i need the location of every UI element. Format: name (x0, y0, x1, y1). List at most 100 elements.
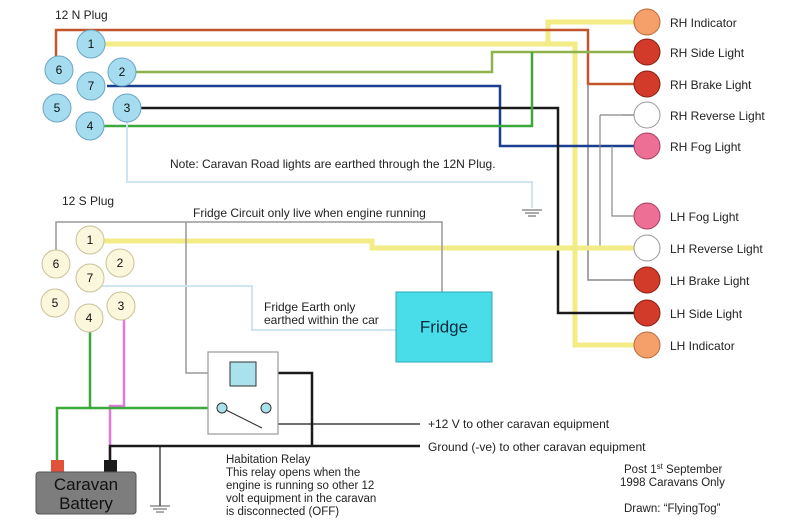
svg-text:LH Brake Light: LH Brake Light (670, 274, 750, 288)
plug-12s: 1 6 2 7 5 3 4 (40, 225, 136, 333)
lamp-rh-indicator: RH Indicator (633, 8, 737, 36)
pin-12n-5: 5 (42, 93, 72, 123)
lamp-rh-fog-light: RH Fog Light (633, 132, 741, 160)
wire-grey-right-4 (611, 146, 640, 217)
plug-12n: 1 6 2 7 5 3 4 (42, 29, 142, 141)
pin-12n-3: 3 (112, 93, 142, 123)
svg-text:4: 4 (86, 311, 93, 325)
pin-12s-1: 1 (75, 225, 105, 255)
lamp-rh-brake-light: RH Brake Light (633, 70, 752, 98)
relay-desc-3: volt equipment in the caravan (226, 493, 376, 505)
wire-earth-12n (126, 120, 533, 208)
wire-yellow-12n-lh (548, 41, 640, 348)
pin-12n-4: 4 (75, 111, 105, 141)
relay-desc-1: This relay opens when the (226, 467, 360, 479)
wire-black-12n (140, 106, 640, 315)
label-ground-output: Ground (-ve) to other caravan equipment (428, 440, 646, 454)
fridge-box (395, 291, 493, 363)
svg-text:4: 4 (87, 119, 94, 133)
footer-post-date: Post 1st September (624, 462, 722, 476)
pin-12s-6: 6 (41, 249, 71, 279)
pin-12s-7: 7 (75, 263, 105, 293)
svg-text:2: 2 (117, 256, 124, 270)
svg-text:1: 1 (88, 37, 95, 51)
wire-green-12n-2 (135, 50, 640, 74)
pin-12s-2: 2 (105, 248, 135, 278)
svg-text:7: 7 (88, 79, 95, 93)
wire-brown-12n-lh (587, 84, 640, 281)
pin-12n-1: 1 (76, 29, 106, 59)
wire-positive-output (265, 408, 420, 425)
svg-text:RH Fog Light: RH Fog Light (670, 140, 741, 154)
wire-blue-12n (107, 84, 640, 148)
lamp-lh-side-light: LH Side Light (633, 299, 743, 327)
svg-text:RH Brake Light: RH Brake Light (670, 78, 752, 92)
svg-text:LH Fog Light: LH Fog Light (670, 210, 739, 224)
note-fridge-circuit: Fridge Circuit only live when engine run… (193, 206, 426, 220)
wire-black-ground (108, 444, 420, 460)
battery-negative-terminal (104, 460, 117, 472)
wire-pink (108, 320, 126, 460)
wire-grey-right-2 (599, 115, 640, 249)
lamp-group-rh: RH Indicator RH Side Light RH Brake Ligh… (633, 8, 765, 160)
relay-desc-4: is disconnected (OFF) (226, 506, 339, 518)
svg-text:RH Indicator: RH Indicator (670, 16, 737, 30)
svg-text:LH Indicator: LH Indicator (670, 339, 735, 353)
label-positive-output: +12 V to other caravan equipment (428, 417, 610, 431)
wire-lightblue-fridge-earth (102, 285, 396, 331)
earth-symbol-12n (522, 209, 542, 217)
lamp-rh-reverse-light: RH Reverse Light (633, 101, 765, 129)
svg-text:RH Reverse Light: RH Reverse Light (670, 109, 765, 123)
wire-green-12s (55, 330, 92, 462)
note-road-lights: Note: Caravan Road lights are earthed th… (170, 157, 496, 171)
svg-text:RH Side Light: RH Side Light (670, 46, 745, 60)
earth-symbol-battery (150, 505, 170, 513)
wire-grey-fridge (55, 221, 443, 292)
svg-text:LH Reverse Light: LH Reverse Light (670, 242, 763, 256)
wire-green-12n-4 (104, 52, 534, 128)
svg-text:3: 3 (118, 299, 125, 313)
lamp-lh-brake-light: LH Brake Light (633, 266, 750, 294)
relay-desc-2: engine is running so other 12 (226, 480, 374, 492)
footer-drawn-by: Drawn: “FlyingTog” (624, 503, 721, 515)
battery-label-line1: Caravan (54, 475, 118, 494)
relay-coil (229, 361, 257, 387)
lamp-lh-reverse-light: LH Reverse Light (633, 234, 763, 262)
plug-12n-title: 12 N Plug (55, 8, 108, 22)
relay-box (207, 351, 279, 435)
lamp-rh-side-light: RH Side Light (633, 38, 745, 66)
battery-positive-terminal (51, 460, 64, 472)
wire-yellow-12s (104, 238, 640, 251)
plug-12s-title: 12 S Plug (62, 194, 114, 208)
pin-12s-4: 4 (74, 303, 104, 333)
svg-text:6: 6 (56, 63, 63, 77)
fridge-label: Fridge (420, 318, 468, 337)
relay-title: Habitation Relay (226, 454, 311, 466)
svg-text:LH Side Light: LH Side Light (670, 307, 743, 321)
svg-text:7: 7 (87, 271, 94, 285)
lamp-group-lh: LH Fog Light LH Reverse Light LH Brake L… (633, 202, 763, 359)
pin-12s-5: 5 (40, 288, 70, 318)
svg-text:6: 6 (53, 257, 60, 271)
pin-12n-6: 6 (44, 55, 74, 85)
footer-caravans-only: 1998 Caravans Only (620, 477, 725, 489)
pin-12n-7: 7 (76, 71, 106, 101)
relay-contact-left (216, 402, 228, 414)
relay-contact-right (260, 402, 272, 414)
note-fridge-earth-2: earthed within the car (264, 313, 379, 327)
lamp-lh-fog-light: LH Fog Light (633, 202, 739, 230)
svg-text:1: 1 (87, 233, 94, 247)
relay-switch-arm (225, 409, 263, 429)
wire-brown-12n (54, 28, 640, 86)
note-fridge-earth-1: Fridge Earth only (264, 300, 355, 314)
svg-text:3: 3 (124, 101, 131, 115)
battery-label-line2: Battery (59, 494, 113, 513)
lamp-lh-indicator: LH Indicator (633, 331, 735, 359)
wire-yellow-12n (104, 19, 640, 47)
svg-text:5: 5 (52, 296, 59, 310)
pin-12n-2: 2 (107, 57, 137, 87)
svg-text:5: 5 (54, 101, 61, 115)
wire-grey-relay (185, 222, 222, 374)
